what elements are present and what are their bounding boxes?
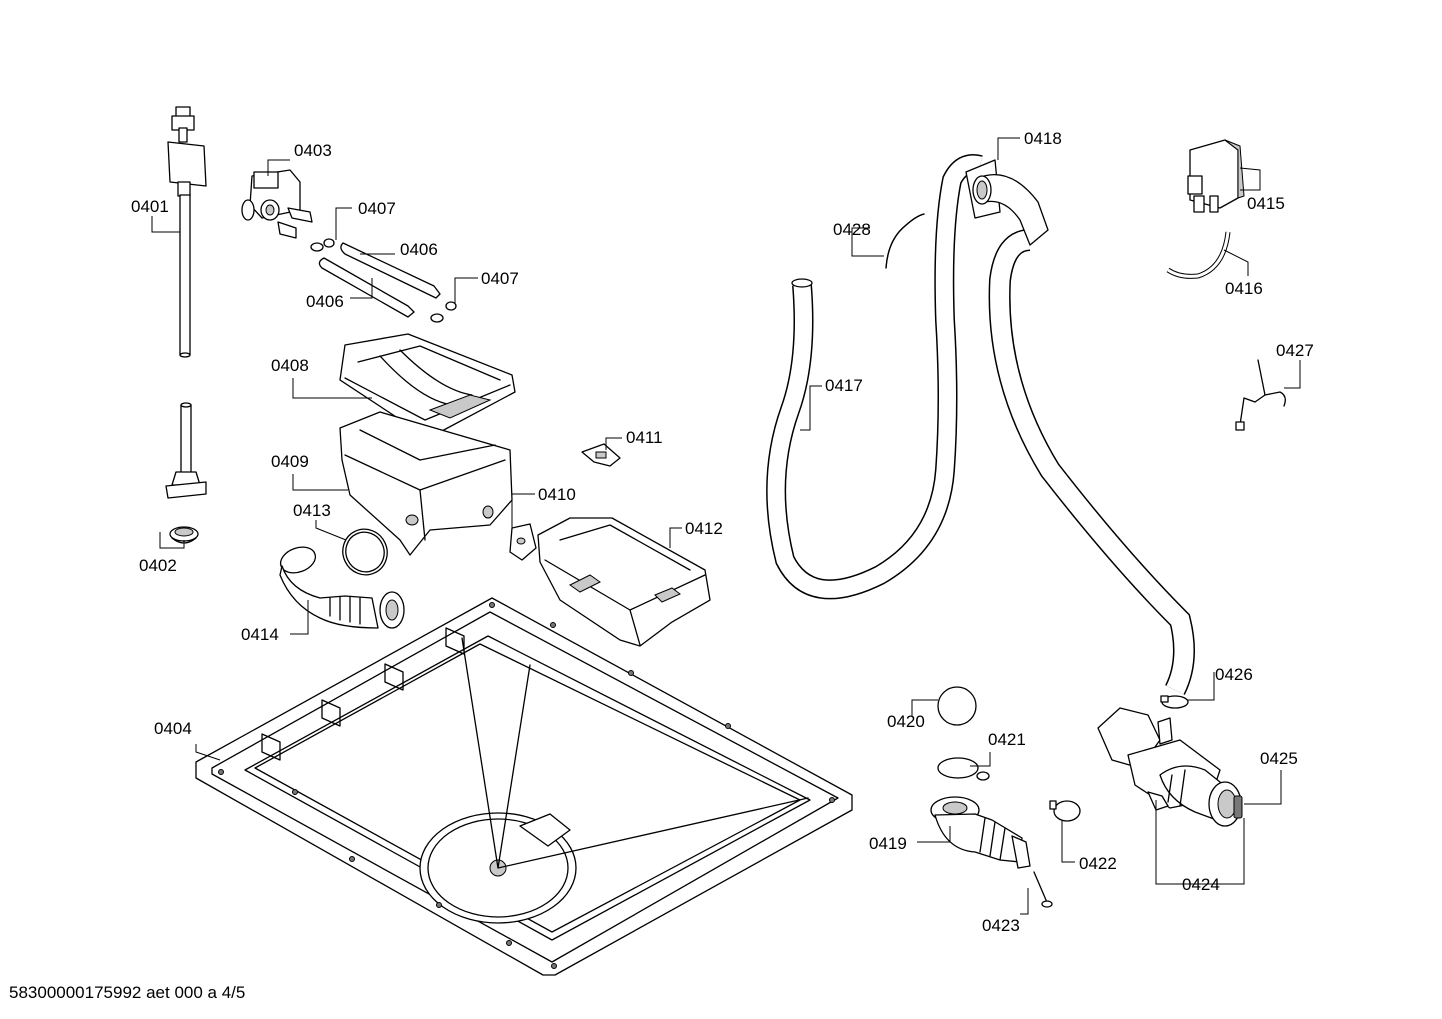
part-0410-small-part (509, 523, 537, 561)
label-0425: 0425 (1260, 749, 1298, 768)
part-0424-drain-pump (1097, 707, 1231, 823)
part-0401-inlet-hose (165, 106, 207, 499)
part-0407-clamp-lower (430, 301, 457, 323)
label-0423: 0423 (982, 916, 1020, 935)
label-0411: 0411 (626, 428, 663, 447)
part-0422-clamp (1049, 800, 1081, 822)
label-0420: 0420 (887, 712, 925, 731)
label-0424: 0424 (1182, 875, 1220, 894)
part-0404-base-frame (195, 597, 853, 976)
part-0427-hose-bracket (1235, 359, 1286, 431)
part-0413-gasket-ring (342, 528, 388, 576)
part-0418-hose-connector (965, 159, 1195, 695)
label-0415: 0415 (1247, 194, 1285, 213)
label-0406-lower: 0406 (306, 292, 344, 311)
label-0427: 0427 (1276, 341, 1314, 360)
part-0408-dispenser-cover (339, 333, 516, 435)
label-0412: 0412 (685, 519, 723, 538)
label-0414: 0414 (241, 625, 279, 644)
part-0415-sensor (1187, 139, 1245, 213)
label-0428: 0428 (833, 220, 871, 239)
part-0425-pump-filter (1208, 781, 1243, 827)
label-0409: 0409 (271, 452, 309, 471)
label-0402: 0402 (139, 556, 177, 575)
part-0409-dispenser-housing (339, 411, 513, 556)
label-0404: 0404 (154, 719, 192, 738)
part-0426-clamp (1160, 695, 1189, 709)
callout-labels: 0401 0402 0403 0404 0406 0406 0407 0407 … (131, 129, 1314, 935)
label-0421: 0421 (988, 730, 1026, 749)
part-0407-clamp-upper (310, 238, 335, 252)
label-0407-upper: 0407 (358, 199, 396, 218)
label-0410: 0410 (538, 485, 576, 504)
part-0414-bellows-hose (279, 546, 405, 629)
label-0408: 0408 (271, 356, 309, 375)
part-0421-ring (937, 757, 990, 781)
label-0417: 0417 (825, 376, 863, 395)
part-0412-detergent-drawer (537, 517, 711, 647)
label-0416: 0416 (1225, 279, 1263, 298)
part-0420-disc (937, 686, 977, 726)
label-0406-upper: 0406 (400, 240, 438, 259)
part-0416-small-tube (1166, 231, 1231, 279)
part-0417-drain-hose (766, 154, 983, 600)
label-0419: 0419 (869, 834, 907, 853)
label-0422: 0422 (1079, 854, 1117, 873)
part-0406-tube-lower (318, 257, 415, 318)
part-0419-sump (930, 796, 1031, 869)
part-0411-clip (581, 443, 621, 467)
label-0413: 0413 (293, 501, 331, 520)
label-0407-lower: 0407 (481, 269, 519, 288)
label-0403: 0403 (294, 141, 332, 160)
part-0423-screw (1033, 871, 1053, 908)
part-0406-tube-upper (340, 242, 441, 299)
label-0426: 0426 (1215, 665, 1253, 684)
label-0401: 0401 (131, 197, 169, 216)
part-0403-valve (241, 169, 313, 239)
document-code: 58300000175992 aet 000 a 4/5 (9, 983, 245, 1002)
leader-lines (151, 137, 1301, 915)
part-0428-small-hose (885, 213, 925, 269)
label-0418: 0418 (1024, 129, 1062, 148)
